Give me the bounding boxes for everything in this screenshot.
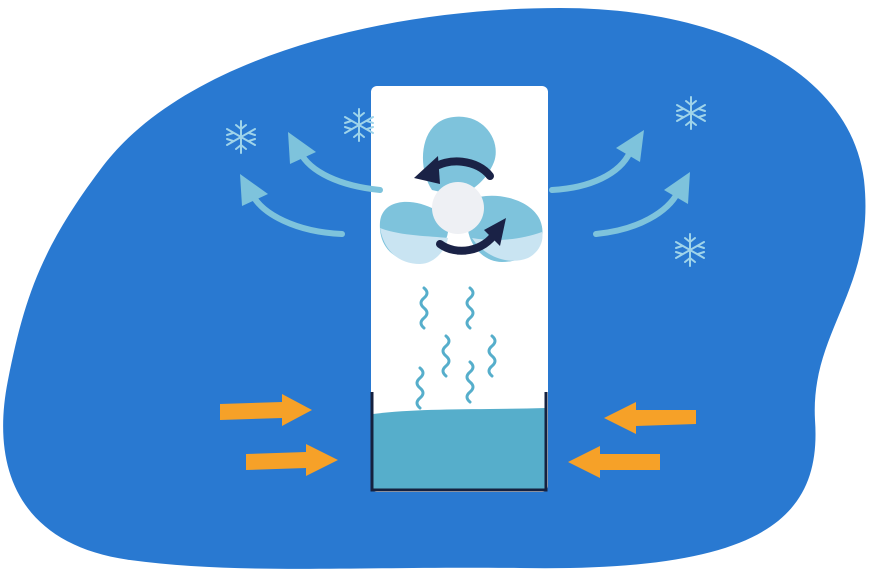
rotation-arrow-icon xyxy=(414,156,494,184)
water-basin xyxy=(373,408,546,490)
arrow-icon xyxy=(604,402,696,434)
rotation-arrow-icon xyxy=(436,218,506,255)
cooling-tower-body xyxy=(371,86,548,492)
tower-outline xyxy=(370,392,548,492)
curved-arrow-icon xyxy=(593,172,690,237)
fan-blade-right-light xyxy=(472,232,543,261)
fan-icon xyxy=(379,116,543,264)
arrow-icon xyxy=(220,394,312,426)
fan-blade-left-light xyxy=(380,228,448,264)
curved-arrow-icon xyxy=(549,130,644,193)
curved-arrow-icon xyxy=(240,174,345,237)
arrow-icon xyxy=(568,446,660,478)
fan-blade-top xyxy=(422,116,496,196)
arrow-icon xyxy=(246,444,338,476)
curved-arrow-icon xyxy=(288,132,383,193)
fan-hub xyxy=(432,182,484,234)
